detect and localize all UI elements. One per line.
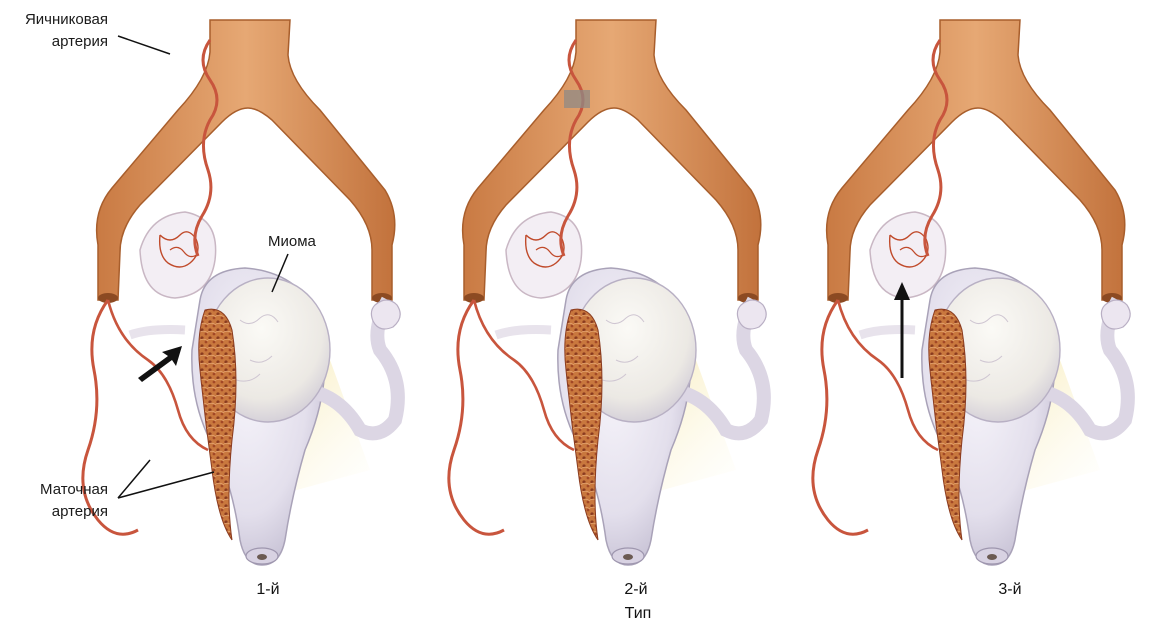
myoma-label: Миома — [268, 233, 317, 250]
panel-caption-1: 1-й — [256, 581, 279, 598]
panel-caption-2: 2-й — [624, 581, 647, 598]
arrow-icon — [138, 346, 182, 382]
uterine-artery-leader-2 — [118, 472, 214, 498]
anatomy-illustration-2 — [449, 20, 766, 565]
uterine-artery-leader-1 — [118, 460, 150, 498]
occlusion-marker — [564, 90, 590, 108]
anatomy-illustration-3 — [813, 20, 1130, 565]
panel-type-1: Яичниковая артерия Миома Маточная артери… — [25, 11, 400, 598]
panel-caption-3: 3-й — [998, 581, 1021, 598]
footer-caption: Тип — [625, 605, 652, 622]
ovarian-artery-label: Яичниковая — [25, 11, 108, 28]
panel-type-3: 3-й — [813, 20, 1130, 598]
uterine-artery-label-2: артерия — [52, 503, 108, 520]
panel-type-2: 2-й — [449, 20, 766, 598]
uterine-artery-label: Маточная — [40, 481, 108, 498]
ovarian-artery-leader — [118, 36, 170, 54]
ovarian-artery-label-2: артерия — [52, 33, 108, 50]
